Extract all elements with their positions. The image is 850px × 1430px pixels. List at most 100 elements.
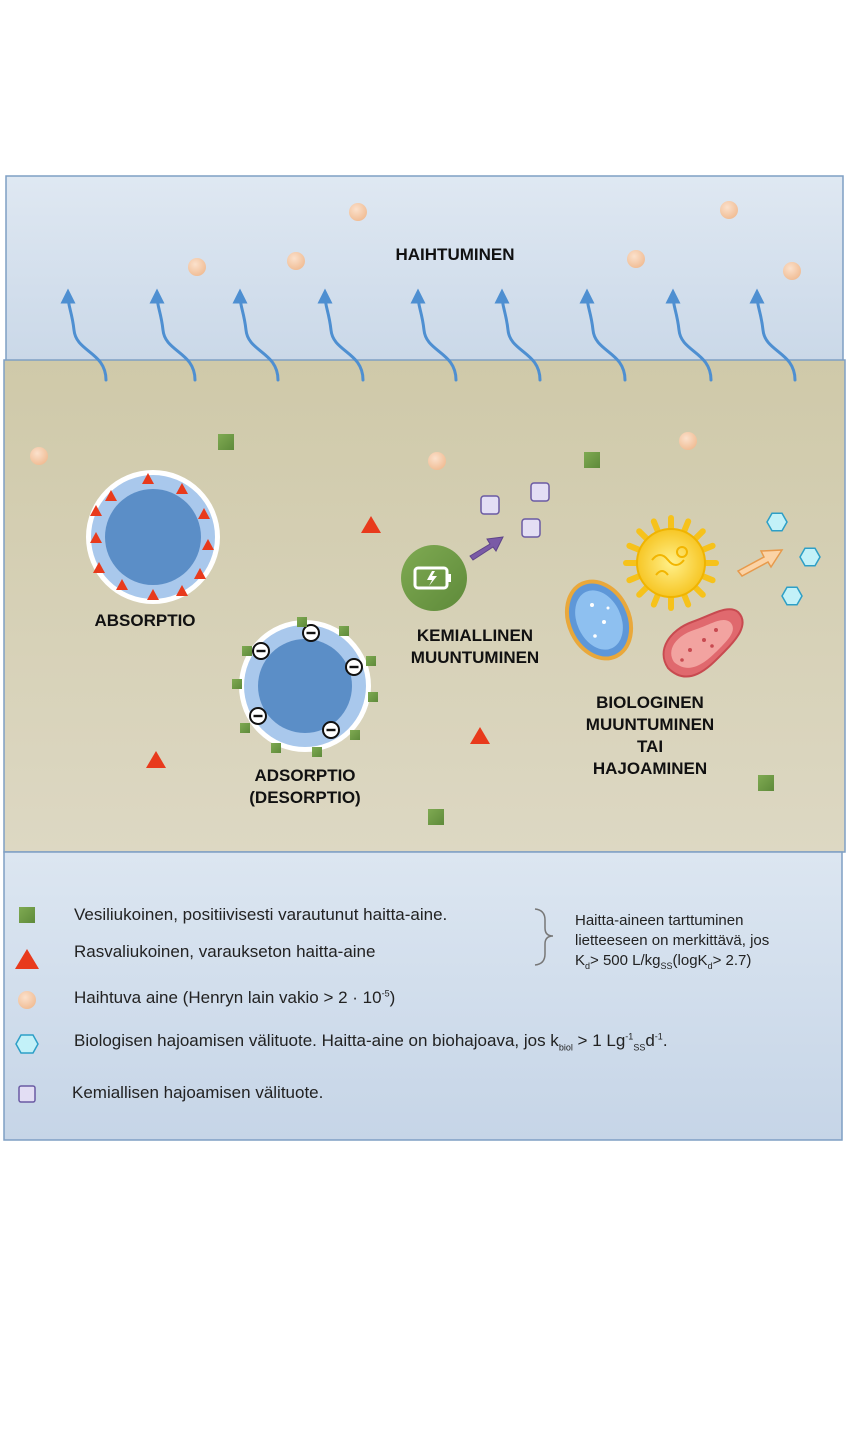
evaporation-arrow bbox=[60, 288, 108, 382]
red-bacterium-icon bbox=[662, 608, 744, 678]
green-square bbox=[428, 809, 444, 825]
green-square bbox=[758, 775, 774, 791]
negative-charge-icon bbox=[345, 658, 363, 676]
sludge-particles bbox=[30, 432, 821, 825]
adsorbed-square bbox=[297, 617, 307, 627]
legend-orange-circle-text: Haihtuva aine (Henryn lain vakio > 2 · 1… bbox=[74, 988, 396, 1007]
red-triangle bbox=[146, 751, 166, 768]
absorbed-triangles bbox=[90, 473, 214, 600]
biological-label-line3: TAI bbox=[636, 737, 664, 756]
absorbed-triangle bbox=[93, 562, 105, 573]
volatile-particle bbox=[627, 250, 645, 268]
legend-red-triangle-icon bbox=[15, 949, 39, 969]
biological-label-line4: HAJOAMINEN bbox=[592, 759, 708, 778]
legend-green-square-icon bbox=[19, 907, 35, 923]
adsorption-label-line2: (DESORPTIO) bbox=[249, 788, 361, 807]
sorption-note-line2: lietteeseen on merkittävä, jos bbox=[575, 932, 770, 949]
volatile-particle bbox=[349, 203, 367, 221]
volatile-particle bbox=[287, 252, 305, 270]
absorbed-triangle bbox=[176, 585, 188, 596]
purple-square bbox=[530, 482, 550, 502]
adsorbed-square bbox=[271, 743, 281, 753]
volatile-particle bbox=[188, 258, 206, 276]
evaporation-arrow bbox=[317, 288, 365, 382]
evaporation-arrow bbox=[149, 288, 197, 382]
orange-circle bbox=[30, 447, 48, 465]
negative-charge-icon bbox=[302, 624, 320, 642]
absorbed-triangle bbox=[90, 505, 102, 516]
evaporation-arrow bbox=[494, 288, 542, 382]
purple-square bbox=[480, 495, 500, 515]
chemical-label-line1: KEMIALLINEN bbox=[416, 626, 534, 645]
absorbed-triangle bbox=[176, 483, 188, 494]
legend-cyan-hexagon-icon bbox=[15, 1034, 39, 1054]
curly-brace bbox=[534, 908, 554, 966]
evaporation-arrow bbox=[232, 288, 280, 382]
adsorbed-square bbox=[350, 730, 360, 740]
negative-charge-icon bbox=[252, 642, 270, 660]
legend-purple-square-text: Kemiallisen hajoamisen välituote. bbox=[72, 1083, 324, 1102]
absorbed-triangle bbox=[147, 589, 159, 600]
adsorbed-squares bbox=[232, 617, 378, 757]
cyan-hexagon bbox=[781, 586, 803, 606]
negative-charges bbox=[249, 624, 363, 739]
negative-charge-icon bbox=[249, 707, 267, 725]
absorbed-triangle bbox=[198, 508, 210, 519]
absorption-particle bbox=[86, 470, 220, 604]
adsorption-label-line1: ADSORPTIO bbox=[254, 766, 356, 785]
cyan-hexagon bbox=[766, 512, 788, 532]
volatile-particles-air bbox=[188, 201, 801, 280]
adsorbed-square bbox=[240, 723, 250, 733]
sorption-note-line1: Haitta-aineen tarttuminen bbox=[575, 912, 744, 929]
evaporation-label: HAIHTUMINEN bbox=[395, 245, 515, 264]
chemical-transformation-label: KEMIALLINEN MUUNTUMINEN bbox=[395, 625, 555, 669]
sorption-note: Haitta-aineen tarttuminen lietteeseen on… bbox=[575, 911, 840, 976]
orange-circle bbox=[679, 432, 697, 450]
evaporation-arrow bbox=[579, 288, 627, 382]
absorption-label: ABSORPTIO bbox=[94, 611, 196, 630]
battery-icon bbox=[401, 545, 467, 611]
adsorbed-square bbox=[242, 646, 252, 656]
sorption-note-line3: Kd> 500 L/kgSS(logKd> 2.7) bbox=[575, 952, 752, 971]
absorbed-triangle bbox=[105, 490, 117, 501]
volatile-particle bbox=[783, 262, 801, 280]
evaporation-arrow bbox=[665, 288, 713, 382]
adsorbed-square bbox=[366, 656, 376, 666]
legend-red-triangle-text: Rasvaliukoinen, varaukseton haitta-aine bbox=[74, 942, 376, 961]
legend-cyan-hexagon-text: Biologisen hajoamisen välituote. Haitta-… bbox=[74, 1031, 668, 1053]
purple-square bbox=[521, 518, 541, 538]
absorbed-triangle bbox=[194, 568, 206, 579]
adsorbed-square bbox=[312, 747, 322, 757]
absorbed-triangle bbox=[116, 579, 128, 590]
orange-circle bbox=[428, 452, 446, 470]
adsorbed-square bbox=[339, 626, 349, 636]
cyan-hexagon bbox=[799, 547, 821, 567]
chemical-label-line2: MUUNTUMINEN bbox=[410, 648, 540, 667]
sun-microbe-icon bbox=[623, 515, 719, 611]
absorbed-triangle bbox=[90, 532, 102, 543]
biological-label-line2: MUUNTUMINEN bbox=[585, 715, 715, 734]
legend-region bbox=[3, 851, 843, 1141]
negative-charge-icon bbox=[322, 721, 340, 739]
red-triangle bbox=[470, 727, 490, 744]
absorbed-triangle bbox=[142, 473, 154, 484]
adsorption-particle bbox=[232, 617, 378, 757]
chemical-arrow bbox=[469, 536, 504, 561]
biological-arrow bbox=[736, 549, 784, 577]
green-square bbox=[584, 452, 600, 468]
legend-green-square-text: Vesiliukoinen, positiivisesti varautunut… bbox=[74, 905, 448, 924]
biological-transformation-label: BIOLOGINEN MUUNTUMINEN TAI HAJOAMINEN bbox=[565, 692, 735, 780]
red-triangle bbox=[361, 516, 381, 533]
legend-purple-square-icon bbox=[18, 1085, 36, 1103]
blue-cell-icon bbox=[564, 579, 634, 661]
legend-orange-circle-icon bbox=[18, 991, 36, 1009]
absorbed-triangle bbox=[202, 539, 214, 550]
biological-label-line1: BIOLOGINEN bbox=[596, 693, 704, 712]
evaporation-arrows bbox=[60, 288, 797, 382]
evaporation-arrow bbox=[410, 288, 458, 382]
green-square bbox=[218, 434, 234, 450]
evaporation-arrow bbox=[749, 288, 797, 382]
adsorbed-square bbox=[368, 692, 378, 702]
adsorption-label: ADSORPTIO (DESORPTIO) bbox=[220, 765, 390, 809]
